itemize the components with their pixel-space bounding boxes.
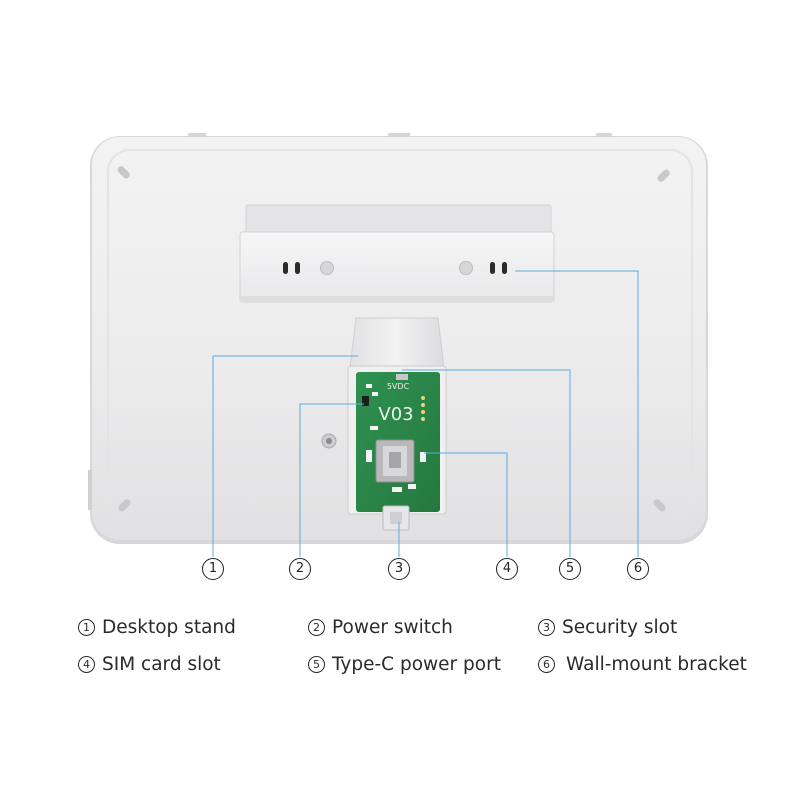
leader-lines (212, 270, 639, 557)
leader-line-5 (402, 369, 571, 557)
callout-marker-6: 6 (627, 558, 649, 580)
callout-marker-3-num: 3 (394, 561, 404, 576)
callout-marker-1-num: 1 (208, 561, 218, 576)
leader-line-4 (424, 452, 508, 557)
leader-line-2 (299, 403, 364, 557)
callout-marker-6-num: 6 (633, 561, 643, 576)
callout-marker-5: 5 (559, 558, 581, 580)
callout-marker-5-num: 5 (565, 561, 575, 576)
wall-mount-bracket (239, 204, 555, 303)
leader-line-6 (515, 270, 639, 557)
callout-marker-4-num: 4 (502, 561, 512, 576)
callout-marker-3: 3 (388, 558, 410, 580)
callout-marker-2: 2 (289, 558, 311, 580)
callout-marker-1: 1 (202, 558, 224, 580)
desktop-stand (347, 317, 447, 531)
leader-line-1 (212, 355, 358, 557)
housing-screw (321, 433, 337, 449)
callout-marker-4: 4 (496, 558, 518, 580)
board-label: V03 (378, 404, 413, 425)
power-label: 5VDC (387, 382, 410, 391)
callout-marker-2-num: 2 (295, 561, 305, 576)
corner-feet (117, 166, 670, 512)
